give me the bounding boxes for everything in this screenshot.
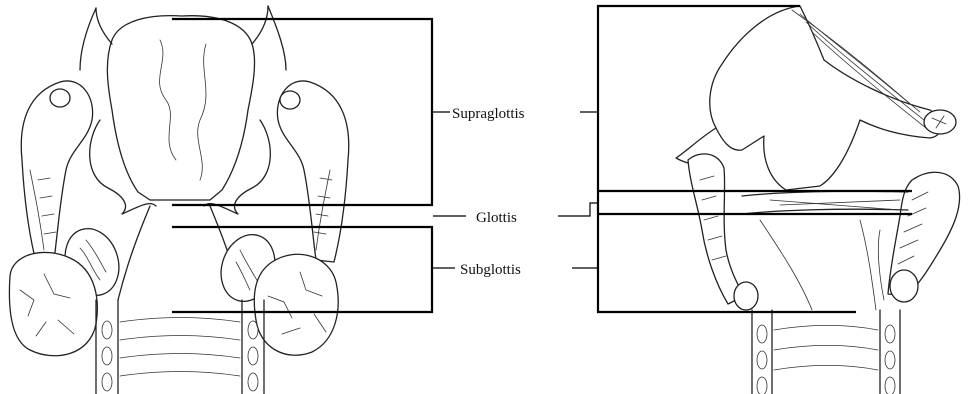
lateral-view-illustration (676, 6, 960, 394)
label-glottis-group: Glottis (433, 203, 597, 226)
label-supraglottis: Supraglottis (452, 106, 525, 122)
label-subglottis-group: Subglottis (433, 262, 597, 278)
label-supraglottis-group: Supraglottis (433, 106, 597, 122)
label-subglottis: Subglottis (460, 262, 521, 278)
label-glottis: Glottis (476, 210, 517, 226)
posterior-view-illustration (9, 6, 348, 394)
